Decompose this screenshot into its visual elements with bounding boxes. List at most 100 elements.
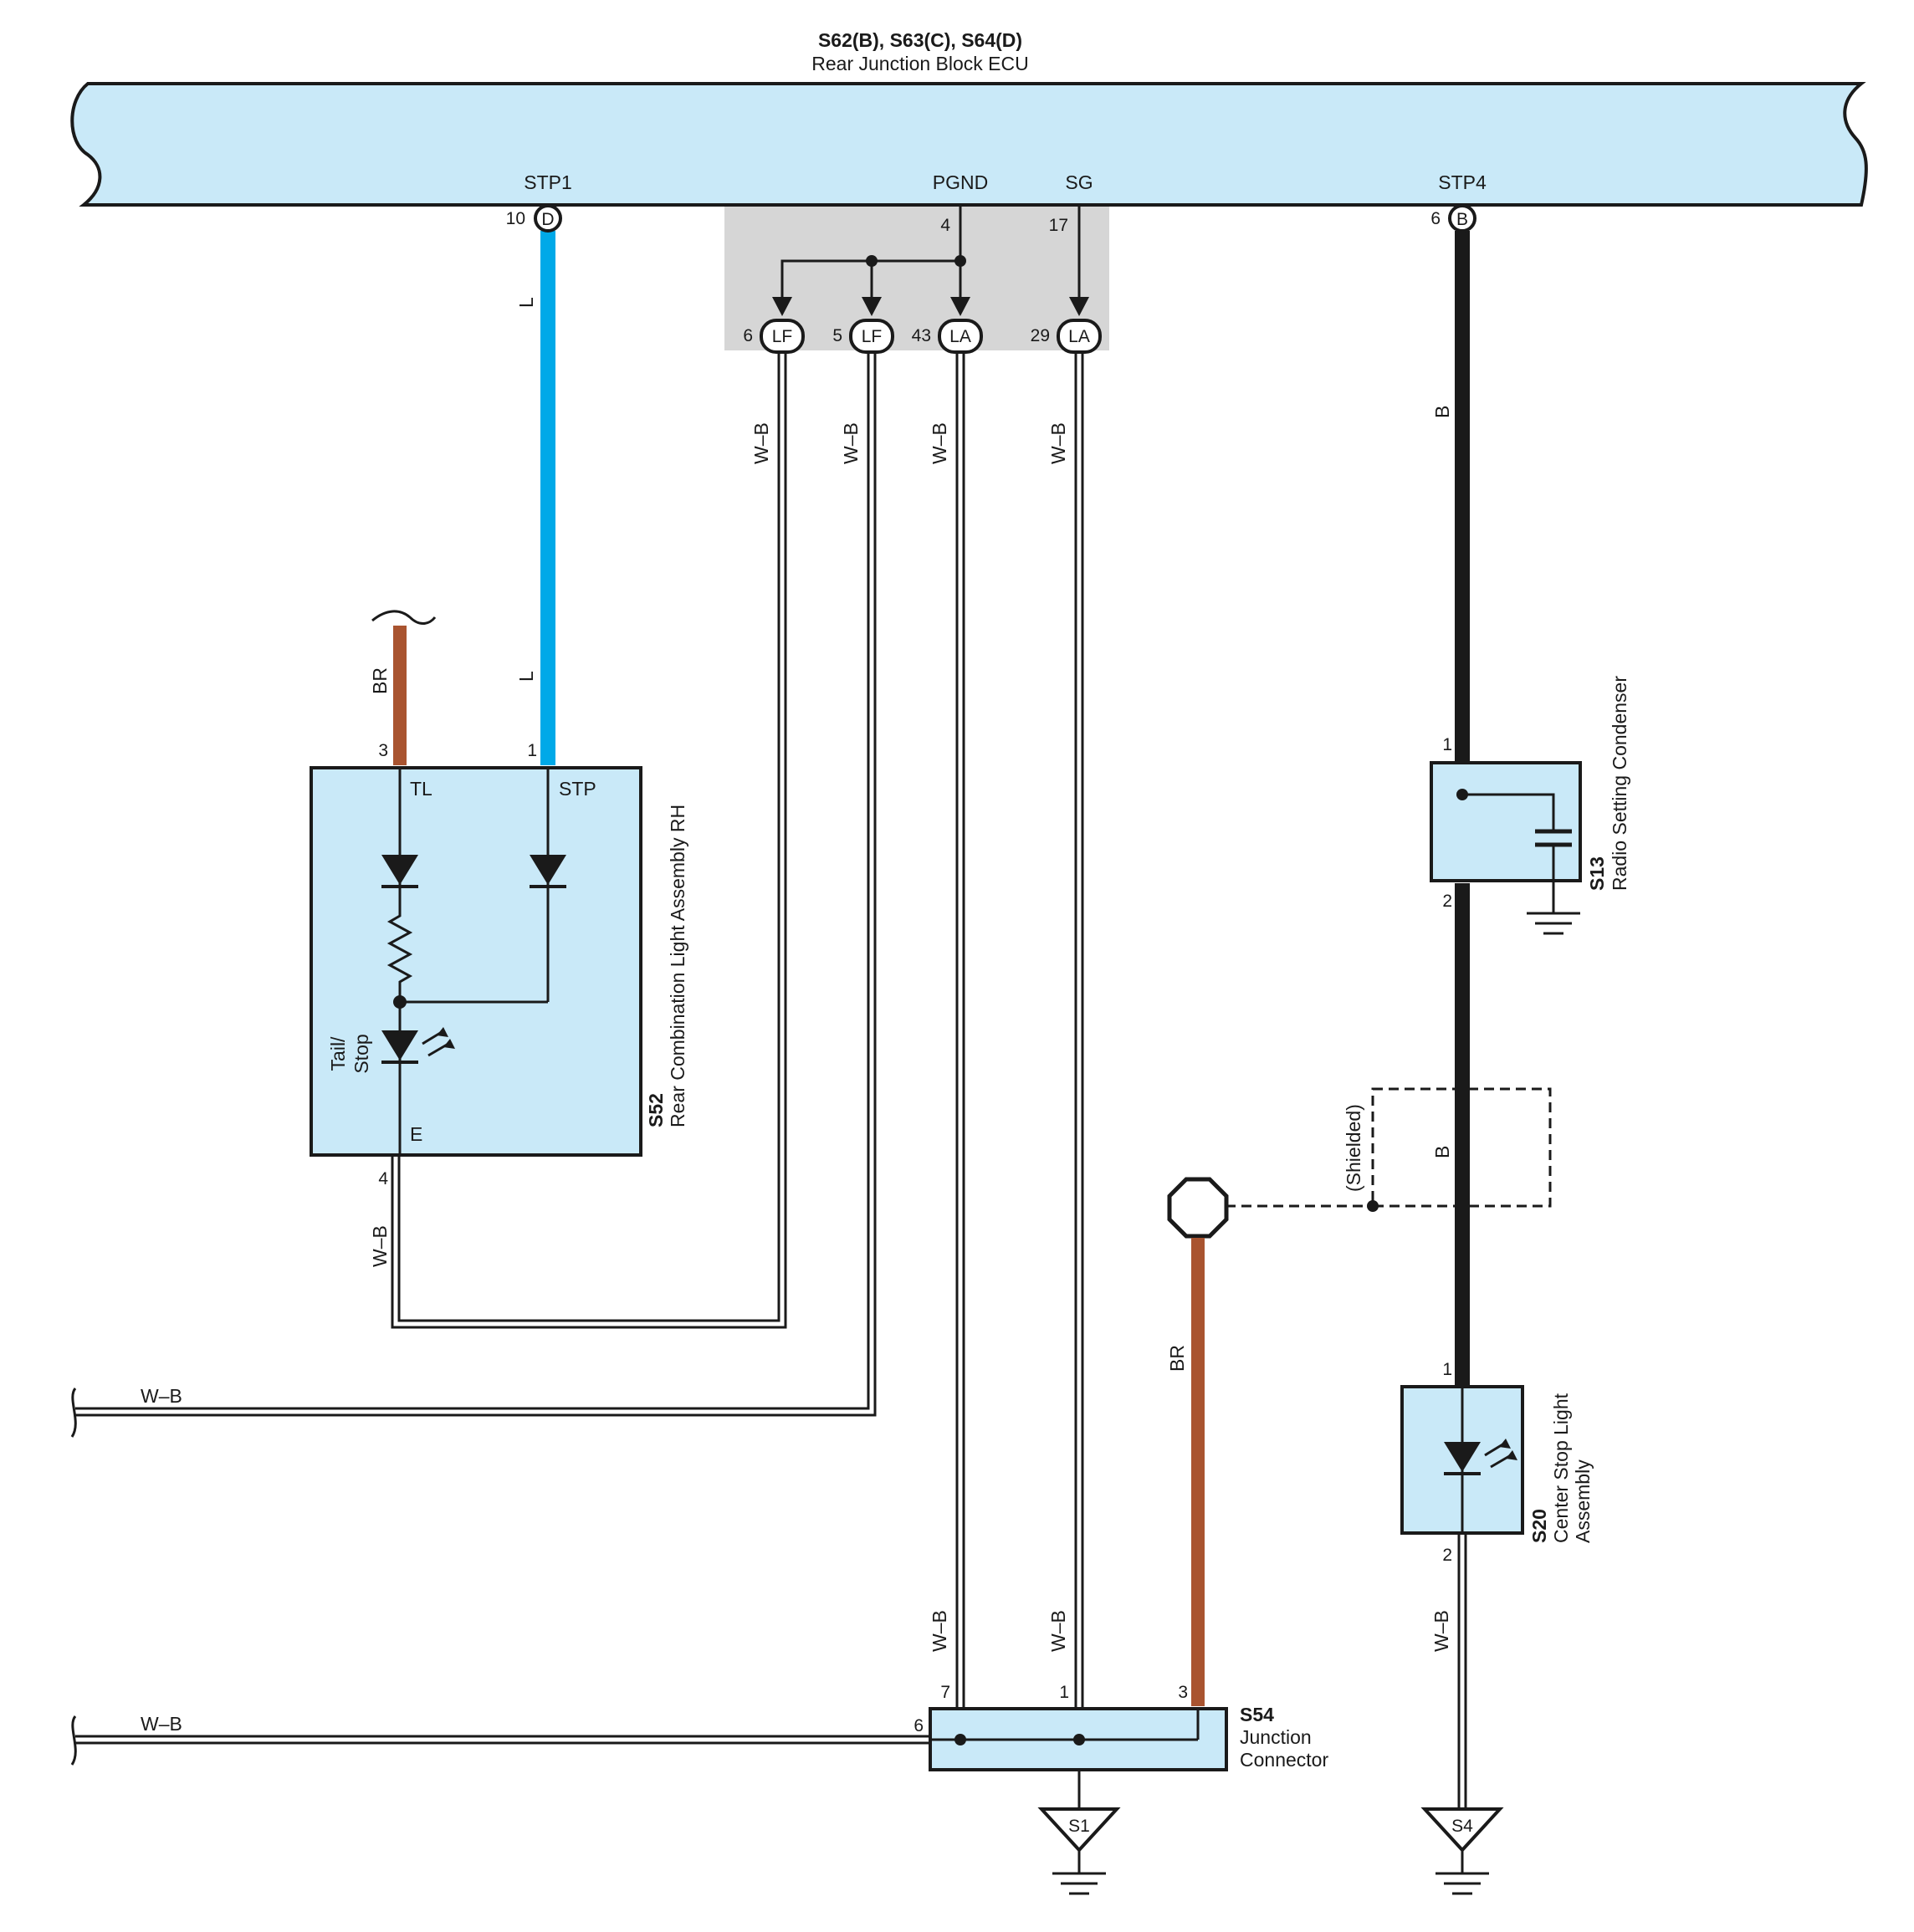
ground-s4-triangle [1420,1807,1504,1853]
s54-name-line2: Connector [1240,1749,1328,1771]
wire-break-lower [70,1715,77,1766]
stp4-pin-number: 6 [1430,209,1441,228]
wb-wire-lf6-to-s52 [391,339,787,1329]
inline-code-1: LF [862,327,883,346]
arrow-la-43 [950,297,970,316]
arrow-la-29 [1069,297,1089,316]
terminal-sg-label: SG [1065,171,1093,193]
s13-box [1430,761,1582,882]
pgnd-junction-1 [866,255,878,267]
inline-connector-la-29 [1057,319,1102,354]
wire-label-wb-4: W–B [1047,422,1069,464]
pgnd-pin-number: 4 [940,216,950,235]
shielded-label: (Shielded) [1343,1104,1364,1192]
connector-b-code: B [1456,210,1468,229]
inline-connector-la-43 [938,319,983,354]
s52-resistor-icon [386,887,413,1002]
s54-junction-2 [1073,1734,1085,1745]
terminal-pgnd-label: PGND [933,171,988,193]
inline-pin-1: 5 [832,326,842,345]
inline-code-2: LA [949,327,971,346]
arrow-lf-5 [862,297,882,316]
wire-label-wb-5: W–B [929,1610,950,1652]
shield-box [1371,1087,1552,1208]
s20-led-icon [1444,1442,1481,1472]
wire-label-wb-10: W–B [141,1713,182,1735]
wire-label-wb-6: W–B [1047,1610,1069,1652]
s52-pin-stp: 1 [527,741,537,760]
s54-name-line1: Junction [1240,1726,1312,1748]
s20-id: S20 [1528,1509,1550,1543]
ecu-name: Rear Junction Block ECU [811,53,1029,74]
ground-s4-icon [1436,1872,1489,1895]
s52-tl-diode-icon [381,855,418,885]
s20-light-rays-icon [1484,1439,1517,1469]
wire-label-br-s52: BR [369,667,391,694]
s20-pin-out: 2 [1442,1546,1452,1565]
inline-pin-2: 43 [912,326,931,345]
sg-pin-number: 17 [1049,216,1068,235]
s13-lead [1462,793,1555,830]
wire-label-l-lower: L [515,671,537,682]
inline-connector-lf-5 [849,319,894,354]
ecu-body [70,82,1868,207]
s52-lamp-label-1: Tail/ [327,1036,349,1071]
stp1-pin-number: 10 [506,209,525,228]
wire-label-wb-3: W–B [929,422,950,464]
s52-pin-e: 4 [378,1169,388,1188]
inline-code-3: LA [1068,327,1090,346]
wire-br-break [371,610,437,625]
pgnd-bus [780,259,960,301]
s54-pin-c: 1 [1059,1683,1069,1702]
arrow-lf-6 [772,297,792,316]
s13-pin-in: 1 [1442,735,1452,754]
inline-code-0: LF [772,327,793,346]
s54-pin-b: 7 [940,1683,950,1702]
s52-name: Rear Combination Light Assembly RH [667,805,688,1127]
s52-term-e: E [410,1123,422,1145]
shield-junction [1367,1200,1379,1212]
connector-d-code: D [541,210,554,229]
ground-s1-icon [1052,1872,1106,1895]
connector-b-pin [1448,204,1476,233]
wire-label-br-s54: BR [1166,1345,1188,1372]
connector-d-pin [534,204,562,233]
s20-name-line2: Assembly [1572,1459,1594,1543]
s20-pin-in: 1 [1442,1360,1452,1379]
s52-lamp-label-2: Stop [351,1034,372,1073]
terminal-stp4-label: STP4 [1438,171,1487,193]
s52-id: S52 [645,1093,667,1127]
shield-ground-octagon [1167,1177,1229,1239]
s13-ground-icon [1527,912,1580,935]
s52-box [310,766,642,1157]
s52-pin-tl: 3 [378,741,388,760]
s20-name-line1: Center Stop Light [1550,1393,1572,1543]
inline-pin-3: 29 [1031,326,1050,345]
ecu-connector-ids: S62(B), S63(C), S64(D) [818,29,1022,51]
s54-pin-d: 3 [1178,1683,1188,1702]
inline-connector-lf-6 [760,319,805,354]
wire-break-upper [70,1388,77,1438]
terminal-stp1-label: STP1 [524,171,572,193]
s52-term-stp: STP [559,778,596,800]
s52-term-tl: TL [410,778,432,800]
wire-label-wb-2: W–B [840,422,862,464]
s52-light-rays-icon [422,1027,455,1057]
s54-junction-1 [954,1734,966,1745]
s54-pin-a: 6 [914,1716,924,1735]
ground-s4-label: S4 [1451,1817,1473,1836]
wire-label-wb-9: W–B [141,1385,182,1407]
s13-id: S13 [1586,856,1608,891]
s13-name: Radio Setting Condenser [1609,676,1630,891]
wb-wire-lf5-to-left [75,339,877,1417]
wire-label-b-lower: B [1431,1146,1453,1158]
ground-s1-label: S1 [1068,1817,1090,1836]
s54-id: S54 [1240,1704,1274,1725]
s13-pin-out: 2 [1442,892,1452,911]
wire-label-wb-1: W–B [750,422,772,464]
s52-stp-diode-icon [530,855,566,885]
wire-label-b-upper: B [1431,406,1453,418]
wire-label-wb-7: W–B [1430,1610,1452,1652]
ground-s1-triangle [1037,1807,1121,1853]
